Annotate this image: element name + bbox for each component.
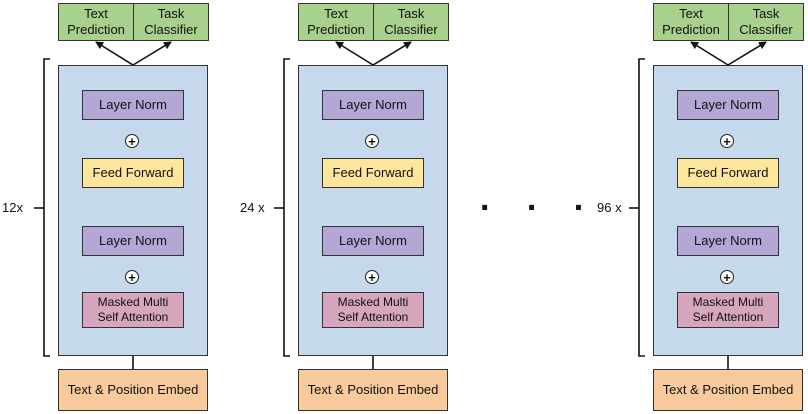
layer-norm-bottom: Layer Norm (677, 226, 779, 256)
text-position-embed: Text & Position Embed (298, 369, 448, 411)
residual-add-top: + (365, 134, 379, 148)
layer-norm-bottom: Layer Norm (322, 226, 424, 256)
text-prediction-head: Text Prediction (653, 3, 729, 41)
ellipsis: . . . (480, 180, 598, 218)
to-text-prediction-arrow (335, 41, 374, 66)
layer-norm-top: Layer Norm (677, 90, 779, 120)
repeat-label-12x: 12x (2, 200, 23, 215)
transformer-stack-3: Text Prediction Task Classifier Layer No… (653, 0, 808, 414)
task-classifier-head: Task Classifier (373, 3, 449, 41)
task-classifier-head: Task Classifier (133, 3, 209, 41)
repeat-label-96x: 96 x (597, 200, 622, 215)
layer-norm-top: Layer Norm (82, 90, 184, 120)
to-task-classifier-arrow (372, 41, 412, 66)
residual-add-top: + (125, 134, 139, 148)
masked-self-attention: Masked Multi Self Attention (677, 292, 779, 328)
feed-forward: Feed Forward (322, 158, 424, 188)
repeat-label-24x: 24 x (240, 200, 265, 215)
residual-add-top: + (720, 134, 734, 148)
residual-add-bottom: + (365, 270, 379, 284)
masked-self-attention: Masked Multi Self Attention (322, 292, 424, 328)
residual-add-bottom: + (125, 270, 139, 284)
layer-norm-bottom: Layer Norm (82, 226, 184, 256)
feed-forward: Feed Forward (677, 158, 779, 188)
layer-norm-top: Layer Norm (322, 90, 424, 120)
to-text-prediction-arrow (690, 41, 729, 66)
text-prediction-head: Text Prediction (298, 3, 374, 41)
feed-forward: Feed Forward (82, 158, 184, 188)
to-task-classifier-arrow (132, 41, 172, 66)
text-prediction-head: Text Prediction (58, 3, 134, 41)
text-position-embed: Text & Position Embed (653, 369, 803, 411)
text-position-embed: Text & Position Embed (58, 369, 208, 411)
transformer-stack-1: Text Prediction Task Classifier Layer No… (58, 0, 218, 414)
masked-self-attention: Masked Multi Self Attention (82, 292, 184, 328)
repeat-bracket (638, 58, 645, 357)
transformer-stack-2: Text Prediction Task Classifier Layer No… (298, 0, 458, 414)
repeat-bracket (283, 58, 290, 357)
task-classifier-head: Task Classifier (728, 3, 804, 41)
residual-add-bottom: + (720, 270, 734, 284)
to-task-classifier-arrow (727, 41, 767, 66)
to-text-prediction-arrow (95, 41, 134, 66)
repeat-bracket (43, 58, 50, 357)
